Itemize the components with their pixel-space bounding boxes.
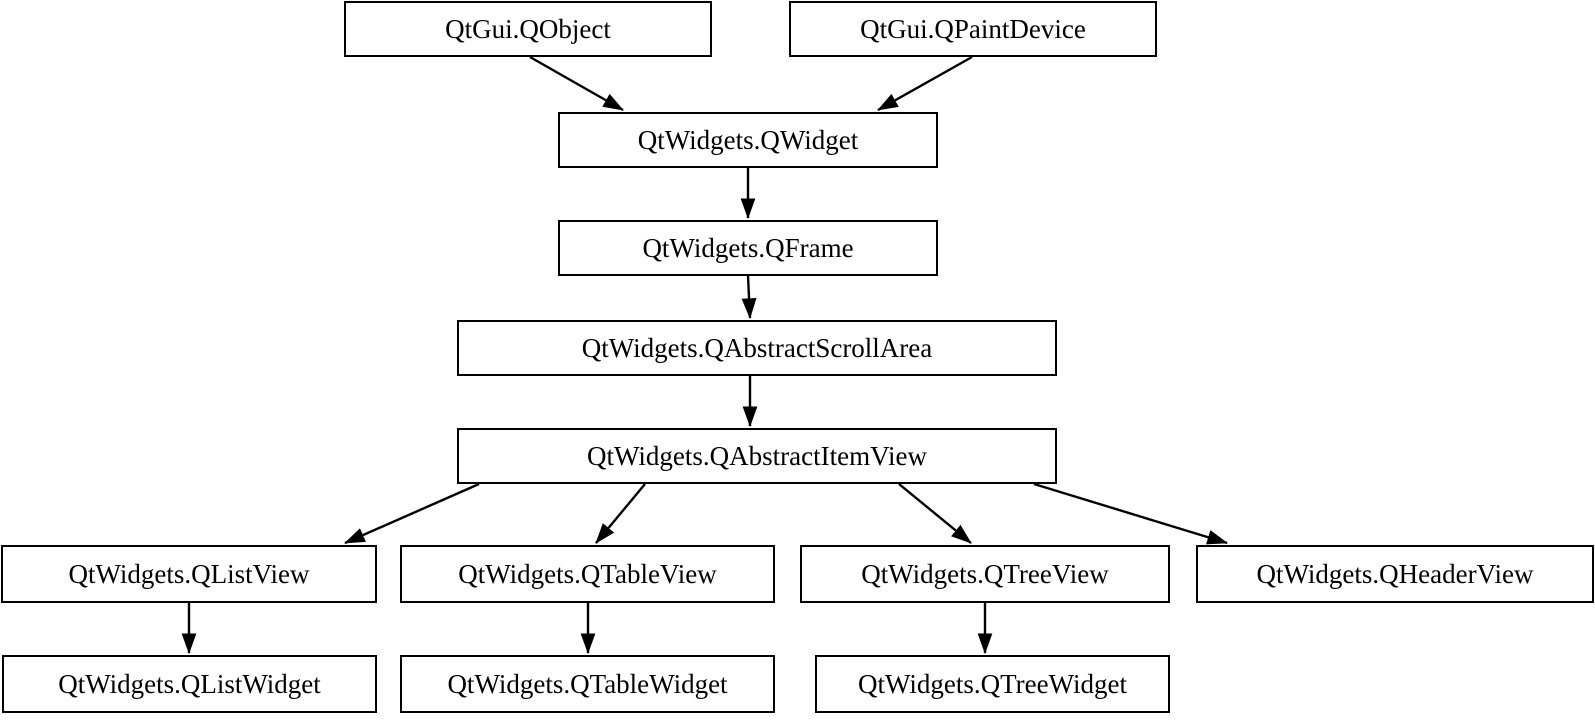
class-name-label: QtWidgets.QHeaderView (1256, 558, 1534, 589)
class-name-label: QtGui.QPaintDevice (860, 13, 1086, 44)
class-name-label: QtWidgets.QAbstractItemView (587, 440, 927, 471)
class-name-label: QtWidgets.QFrame (642, 232, 854, 263)
class-name-label: QtWidgets.QTableView (458, 558, 717, 589)
class-box-qtablewidget[interactable]: QtWidgets.QTableWidget (400, 655, 775, 713)
class-box-qpaintdevice[interactable]: QtGui.QPaintDevice (789, 1, 1157, 57)
class-box-qframe[interactable]: QtWidgets.QFrame (558, 220, 938, 276)
class-name-label: QtWidgets.QTreeWidget (857, 668, 1128, 699)
class-box-qobject[interactable]: QtGui.QObject (344, 1, 712, 57)
class-box-qlistwidget[interactable]: QtWidgets.QListWidget (2, 655, 377, 713)
class-name-label: QtGui.QObject (445, 13, 611, 44)
class-name-label: QtWidgets.QWidget (637, 124, 859, 155)
class-name-label: QtWidgets.QTableWidget (447, 668, 728, 699)
class-box-qwidget[interactable]: QtWidgets.QWidget (558, 112, 938, 168)
class-box-qtreewidget[interactable]: QtWidgets.QTreeWidget (815, 655, 1170, 713)
class-box-qlistview[interactable]: QtWidgets.QListView (1, 545, 377, 603)
class-name-label: QtWidgets.QTreeView (861, 558, 1109, 589)
class-name-label: QtWidgets.QListView (68, 558, 310, 589)
class-box-qabstractitemview[interactable]: QtWidgets.QAbstractItemView (457, 428, 1057, 484)
class-name-label: QtWidgets.QListWidget (58, 668, 321, 699)
class-box-qabstractscrollarea[interactable]: QtWidgets.QAbstractScrollArea (457, 320, 1057, 376)
class-name-label: QtWidgets.QAbstractScrollArea (581, 332, 933, 363)
class-box-qheaderview[interactable]: QtWidgets.QHeaderView (1196, 545, 1594, 603)
class-box-qtreeview[interactable]: QtWidgets.QTreeView (800, 545, 1170, 603)
class-box-qtableview[interactable]: QtWidgets.QTableView (400, 545, 775, 603)
